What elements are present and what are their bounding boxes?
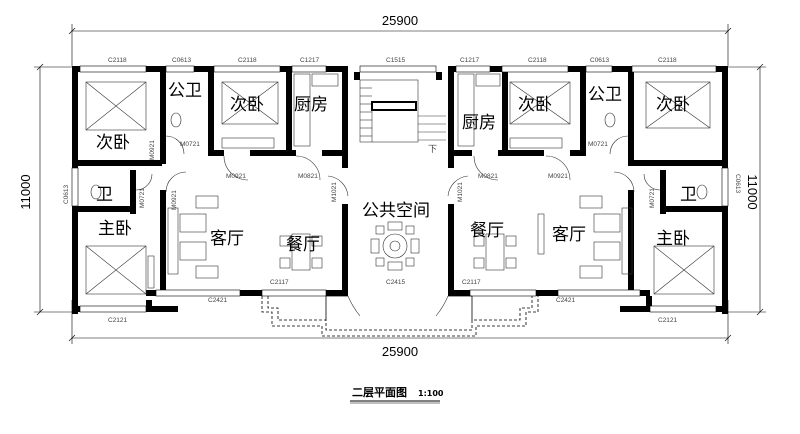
tag-m0921-4: M0921 [171, 190, 178, 210]
tag-m0721-4: M0721 [649, 188, 656, 208]
tag-m1021-1: M1021 [331, 182, 338, 202]
dim-width-bottom: 25900 [382, 344, 418, 359]
room-right-bedroom-2a: 次卧 [656, 95, 690, 115]
tag-c0613-4: C0613 [734, 174, 741, 194]
tag-m0921-3: M0921 [548, 173, 568, 180]
tag-c2121-1: C2121 [108, 317, 128, 324]
tag-m1021-2: M1021 [457, 182, 464, 202]
dim-width-top: 25900 [382, 13, 418, 28]
tag-c2118-4: C2118 [658, 57, 677, 64]
plan-title: 二层平面图 [352, 386, 407, 399]
tag-m0921-1: M0921 [149, 140, 156, 160]
tag-c2121-2: C2121 [658, 317, 678, 324]
tag-m0721-3: M0721 [139, 188, 146, 208]
room-left-kitchen: 厨房 [294, 95, 328, 115]
doors [135, 135, 661, 197]
dim-depth-left: 11000 [18, 174, 33, 209]
tag-c2421-2: C2421 [556, 297, 576, 304]
room-right-master-bedroom: 主卧 [656, 229, 690, 249]
room-left-bedroom-2b: 次卧 [230, 95, 264, 115]
tag-m0821-1: M0821 [298, 173, 318, 180]
room-right-living: 客厅 [552, 225, 586, 245]
room-left-public-wc: 公卫 [168, 81, 202, 101]
room-public-space: 公共空间 [362, 201, 430, 221]
room-left-bedroom-2a: 次卧 [96, 133, 130, 153]
staircase [359, 79, 446, 143]
tag-c1515: C1515 [386, 57, 406, 64]
furniture [85, 73, 715, 295]
tag-c1217-2: C1217 [460, 57, 480, 64]
tag-c0613-1: C0613 [172, 57, 192, 64]
tag-c0613-2: C0613 [590, 57, 610, 64]
plan-scale: 1:100 [418, 389, 444, 398]
walls [72, 66, 728, 314]
tag-c2117-1: C2117 [270, 279, 289, 286]
porch [261, 295, 539, 337]
room-right-public-wc: 公卫 [588, 85, 622, 105]
room-left-master-bedroom: 主卧 [98, 219, 132, 239]
room-right-kitchen: 厨房 [462, 113, 496, 133]
tag-m0821-2: M0821 [478, 173, 498, 180]
room-right-bedroom-2b: 次卧 [518, 95, 552, 115]
tag-c0613-3: C0613 [63, 184, 70, 204]
tag-c2118-2: C2118 [238, 57, 257, 64]
stair-down-label: 下 [428, 145, 437, 155]
tag-c2118-3: C2118 [528, 57, 547, 64]
room-right-wc: 卫 [680, 185, 697, 205]
room-left-living: 客厅 [210, 229, 244, 249]
windows [71, 65, 729, 313]
dim-depth-right: 11000 [745, 174, 760, 209]
tag-c2117-2: C2117 [462, 279, 481, 286]
tag-m0921-2: M0921 [226, 173, 246, 180]
room-right-dining: 餐厅 [470, 221, 504, 241]
room-left-wc: 卫 [96, 185, 113, 205]
tag-c1217-1: C1217 [300, 57, 320, 64]
room-left-dining: 餐厅 [286, 235, 320, 255]
tag-m0721-2: M0721 [588, 141, 608, 148]
tag-c2118-1: C2118 [108, 57, 127, 64]
tag-c2421-1: C2421 [208, 297, 228, 304]
tag-m0721-1: M0721 [180, 141, 200, 148]
dimension-lines [34, 24, 766, 344]
tag-c2415: C2415 [386, 279, 406, 286]
